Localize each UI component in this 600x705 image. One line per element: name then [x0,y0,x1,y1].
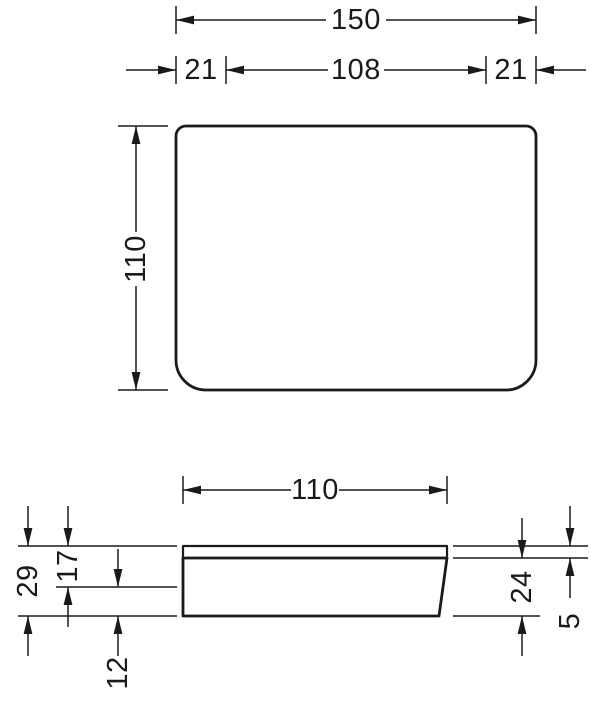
dim-right-offset-label: 21 [494,54,527,86]
dim-plate-thickness: 5 [554,506,586,629]
dim-body-height: 24 [506,518,538,656]
side-view-body [181,556,449,618]
side-view-top-plate [181,544,449,560]
dim-depth: 110 [182,474,448,506]
dim-body-height-label: 24 [506,570,538,603]
dim-upper-height: 17 [52,506,84,627]
side-view: 110 29 17 12 [12,474,588,690]
dim-center-width-label: 108 [331,54,381,86]
dim-front-height: 110 [118,125,168,391]
dim-total-height-label: 29 [12,564,44,597]
front-view-outline [174,124,538,392]
dim-depth-label: 110 [291,474,339,506]
dim-upper-height-label: 17 [52,549,84,582]
front-view: 150 21 108 21 110 [118,4,586,392]
dim-total-width-label: 150 [331,4,381,36]
dim-lower-height-label: 12 [102,656,134,689]
dim-left-offset-label: 21 [184,54,217,86]
dim-total-height: 29 [12,506,44,656]
dim-total-width: 150 [175,4,537,36]
dim-lower-height: 12 [102,549,134,690]
dim-front-height-label: 110 [120,235,152,283]
dim-plate-thickness-label: 5 [554,613,586,630]
dim-sub-widths: 21 108 21 [126,54,586,86]
